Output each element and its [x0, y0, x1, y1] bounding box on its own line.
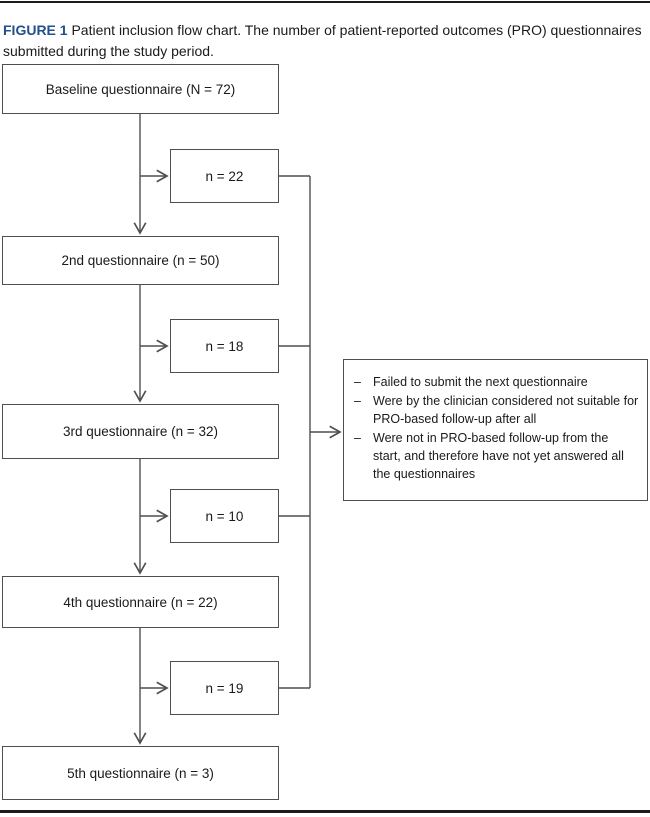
- reason-item: – Were not in PRO-based follow-up from t…: [354, 429, 639, 483]
- bottom-rule: [0, 810, 650, 813]
- node-3rd-questionnaire: 3rd questionnaire (n = 32): [2, 404, 279, 459]
- node-4th-questionnaire: 4th questionnaire (n = 22): [2, 576, 279, 628]
- node-label: 2nd questionnaire (n = 50): [61, 253, 220, 268]
- node-2nd-questionnaire: 2nd questionnaire (n = 50): [2, 236, 279, 285]
- reason-text: Were by the clinician considered not sui…: [373, 394, 639, 426]
- reason-text: Failed to submit the next questionnaire: [373, 375, 588, 389]
- node-dropout-n22: n = 22: [170, 149, 279, 203]
- node-label: n = 22: [205, 168, 244, 184]
- node-label: n = 19: [205, 680, 244, 696]
- figure-caption-text: Patient inclusion flow chart. The number…: [3, 22, 642, 59]
- dash-bullet: –: [354, 394, 361, 408]
- node-dropout-n19: n = 19: [170, 661, 279, 715]
- node-dropout-reasons: – Failed to submit the next questionnair…: [343, 359, 648, 501]
- node-dropout-n18: n = 18: [170, 319, 279, 373]
- node-label: 5th questionnaire (n = 3): [67, 765, 214, 781]
- node-5th-questionnaire: 5th questionnaire (n = 3): [2, 746, 279, 800]
- node-label: 4th questionnaire (n = 22): [63, 594, 218, 610]
- reason-item: – Were by the clinician considered not s…: [354, 392, 639, 428]
- reason-text: Were not in PRO-based follow-up from the…: [373, 431, 624, 481]
- reason-item: – Failed to submit the next questionnair…: [354, 373, 639, 391]
- node-dropout-n10: n = 10: [170, 489, 279, 543]
- node-label: n = 18: [205, 338, 244, 354]
- dash-bullet: –: [354, 375, 361, 389]
- node-label: n = 10: [205, 508, 244, 524]
- node-label: Baseline questionnaire (N = 72): [45, 81, 236, 97]
- top-rule: [0, 1, 650, 3]
- node-baseline-questionnaire: Baseline questionnaire (N = 72): [2, 64, 279, 114]
- figure-caption: FIGURE 1 Patient inclusion flow chart. T…: [3, 20, 647, 62]
- dash-bullet: –: [354, 431, 361, 445]
- figure-label: FIGURE 1: [3, 22, 68, 38]
- node-label: 3rd questionnaire (n = 32): [63, 424, 218, 439]
